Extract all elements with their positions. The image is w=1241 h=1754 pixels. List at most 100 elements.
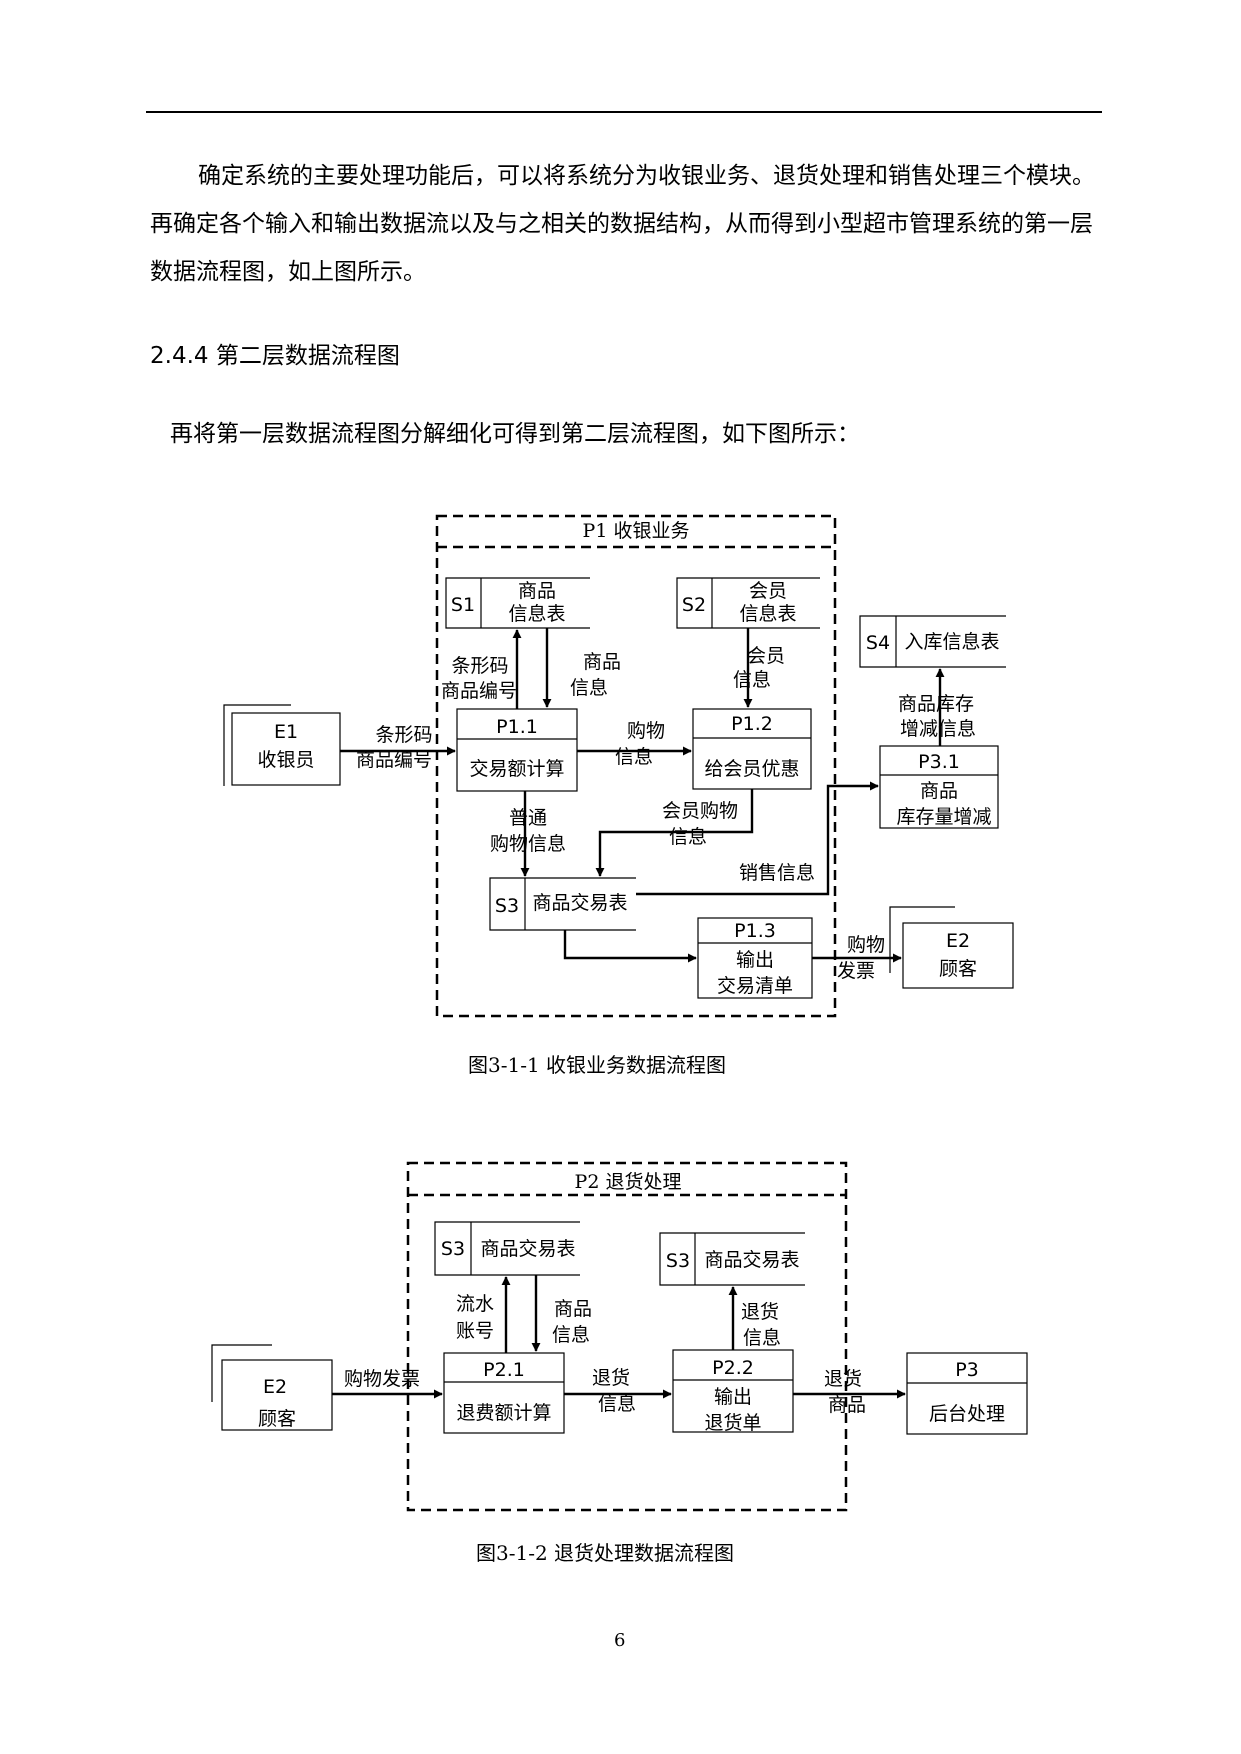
flow-returninfo-label-1: 退货 <box>741 1301 779 1323</box>
s1-name-1: 商品 <box>518 580 556 602</box>
process-p3: P3 后台处理 <box>906 1352 1028 1435</box>
p1-3-name-2: 交易清单 <box>717 975 793 997</box>
figure-2: P2 退货处理 E2 顾客 S3 商品交易表 S3 商品交易表 P2.1 <box>211 1161 1028 1512</box>
flow-member-label-2: 信息 <box>733 669 771 691</box>
flow-returninfo-label-2: 信息 <box>743 1327 781 1349</box>
store-s3-left: S3 商品交易表 <box>434 1221 580 1276</box>
e1-id: E1 <box>274 721 298 743</box>
flow-normal-label-1: 普通 <box>509 807 547 829</box>
s1-id: S1 <box>451 594 475 616</box>
p2-boundary <box>406 1161 848 1512</box>
flow-sales-label: 销售信息 <box>739 862 815 884</box>
s3b-name: 商品交易表 <box>704 1249 799 1271</box>
flow-shopping-label-1: 购物 <box>627 720 665 742</box>
process-p1-3: P1.3 输出 交易清单 <box>697 917 813 999</box>
flow-member-buy-label-1: 会员购物 <box>662 800 738 822</box>
p2-2-id: P2.2 <box>712 1357 754 1379</box>
p2-2-name-1: 输出 <box>714 1386 752 1408</box>
p2-1-name: 退费额计算 <box>456 1402 551 1424</box>
flow-invoice-label-1: 购物 <box>847 934 885 956</box>
entity-e2: E2 顾客 <box>889 906 1014 989</box>
process-p1-2: P1.2 给会员优惠 <box>692 708 812 790</box>
s3a-name: 商品交易表 <box>480 1238 575 1260</box>
lead-paragraph: 再将第一层数据流程图分解细化可得到第二层流程图，如下图所示： <box>170 421 860 447</box>
flow-member-buy-arrow <box>595 789 754 877</box>
p2-1-id: P2.1 <box>483 1359 525 1381</box>
process-p2-2: P2.2 输出 退货单 <box>672 1349 794 1434</box>
flow-serial-label-2: 账号 <box>456 1320 494 1342</box>
fig2-e2-name: 顾客 <box>258 1408 296 1430</box>
p1-1-id: P1.1 <box>496 716 538 738</box>
s3b-id: S3 <box>666 1250 690 1272</box>
process-p1-1: P1.1 交易额计算 <box>456 708 578 792</box>
page-number: 6 <box>614 1630 626 1651</box>
p3-1-name-2: 库存量增减 <box>896 806 991 828</box>
flow-invoice-fig2-label: 购物发票 <box>344 1368 420 1390</box>
flow-sales-arrow <box>636 781 879 896</box>
fig2-e2-id: E2 <box>263 1376 287 1398</box>
s2-id: S2 <box>682 594 706 616</box>
p1-1-name: 交易额计算 <box>469 758 564 780</box>
flow-stock-label-1: 商品库存 <box>898 693 974 715</box>
flow-stock-label-2: 增减信息 <box>900 718 976 740</box>
s3-name: 商品交易表 <box>532 892 627 914</box>
store-s4: S4 入库信息表 <box>859 615 1006 668</box>
figure-2-caption: 图3-1-2 退货处理数据流程图 <box>476 1541 735 1565</box>
p2-boundary-title: P2 退货处理 <box>575 1171 682 1193</box>
s2-name-2: 信息表 <box>739 603 796 625</box>
s4-name: 入库信息表 <box>904 631 999 653</box>
flow-goodsinfo-label-1: 商品 <box>554 1298 592 1320</box>
p1-boundary <box>435 514 837 1018</box>
flow-returngoods-label-1: 退货 <box>824 1368 862 1390</box>
flow-s1-down-label-2: 信息 <box>570 677 608 699</box>
e1-name: 收银员 <box>257 749 314 771</box>
flow-s1-down-label-1: 商品 <box>583 651 621 673</box>
figure-1-caption: 图3-1-1 收银业务数据流程图 <box>468 1053 727 1077</box>
process-p3-1: P3.1 商品 库存量增减 <box>879 745 999 829</box>
flow-goodsinfo-label-2: 信息 <box>552 1324 590 1346</box>
store-s3: S3 商品交易表 <box>489 877 636 931</box>
flow-s1-up-label-1: 条形码 <box>451 655 508 677</box>
flow-s1-up-label-2: 商品编号 <box>441 680 517 702</box>
intro-paragraph: 确定系统的主要处理功能后，可以将系统分为收银业务、退货处理和销售处理三个模块。再… <box>150 163 1095 285</box>
p3-1-name-1: 商品 <box>920 780 958 802</box>
store-s3-right: S3 商品交易表 <box>659 1232 805 1286</box>
s1-name-2: 信息表 <box>508 603 565 625</box>
flow-return-label-2: 信息 <box>598 1393 636 1415</box>
p3-1-id: P3.1 <box>918 751 960 773</box>
flow-shopping-label-2: 信息 <box>615 746 653 768</box>
p1-3-name-1: 输出 <box>736 949 774 971</box>
p2-2-name-2: 退货单 <box>704 1412 761 1434</box>
figure-1-arrows <box>340 628 945 963</box>
flow-to-p1-3-arrow <box>563 930 697 963</box>
e2-name: 顾客 <box>939 958 977 980</box>
p1-3-id: P1.3 <box>734 920 776 942</box>
s3a-id: S3 <box>441 1238 465 1260</box>
entity-e2-fig2: E2 顾客 <box>211 1344 333 1431</box>
flow-member-buy-label-2: 信息 <box>669 826 707 848</box>
header-rule <box>146 111 1102 113</box>
flow-barcode-label-1: 条形码 <box>375 724 432 746</box>
e2-id: E2 <box>946 930 970 952</box>
figure-2-arrows <box>332 1275 906 1399</box>
flow-invoice-label-2: 发票 <box>837 960 875 982</box>
s3-id: S3 <box>495 895 519 917</box>
section-heading: 2.4.4 第二层数据流程图 <box>150 343 400 369</box>
p1-2-id: P1.2 <box>731 713 773 735</box>
flow-return-label-1: 退货 <box>592 1367 630 1389</box>
flow-barcode-label-2: 商品编号 <box>356 749 432 771</box>
flow-returngoods-label-2: 商品 <box>828 1394 866 1416</box>
p1-boundary-title: P1 收银业务 <box>583 520 690 542</box>
store-s1: S1 商品 信息表 <box>445 577 590 629</box>
s2-name-1: 会员 <box>749 580 787 602</box>
figure-1: P1 收银业务 E1 收银员 S1 商品 信息表 S2 会员 信息表 <box>223 514 1014 1018</box>
p3-name: 后台处理 <box>929 1403 1005 1425</box>
flow-normal-label-2: 购物信息 <box>490 833 566 855</box>
store-s2: S2 会员 信息表 <box>676 577 820 629</box>
process-p2-1: P2.1 退费额计算 <box>443 1352 565 1434</box>
s4-id: S4 <box>866 632 890 654</box>
p1-2-name: 给会员优惠 <box>704 758 799 780</box>
flow-member-label-1: 会员 <box>747 645 785 667</box>
entity-e1: E1 收银员 <box>223 704 341 786</box>
